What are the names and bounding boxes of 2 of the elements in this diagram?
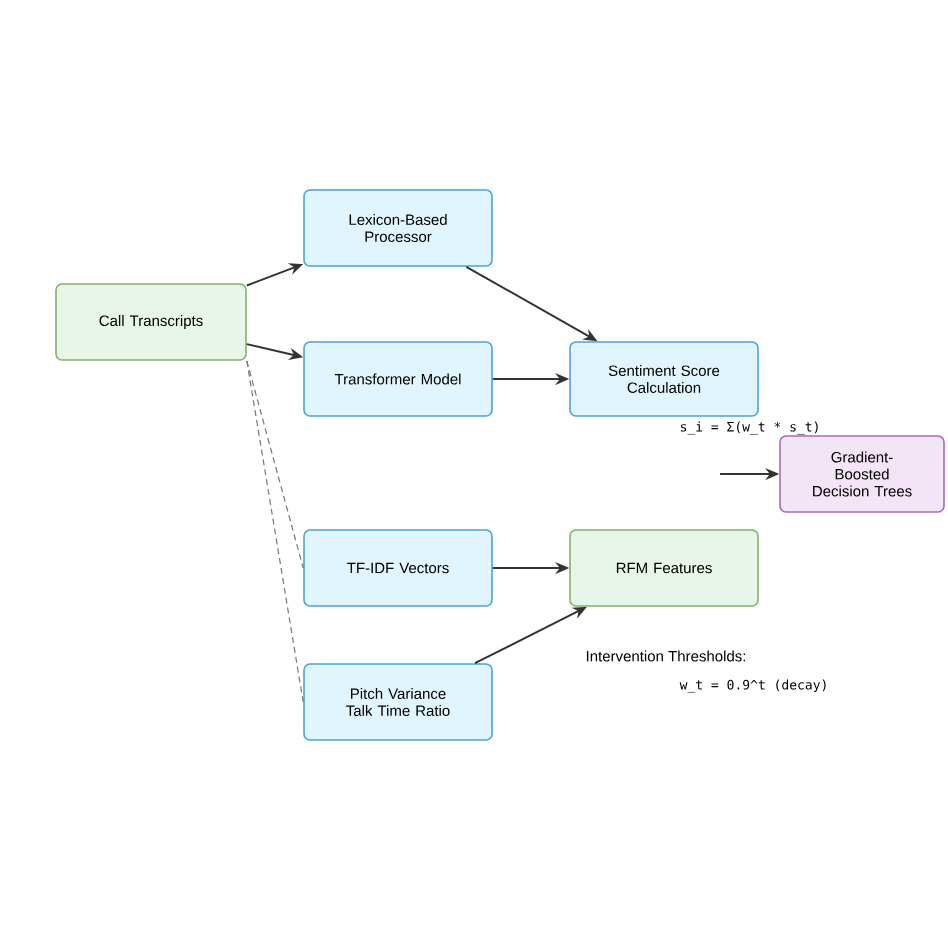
connector-line — [246, 360, 304, 703]
connector-line — [246, 360, 304, 569]
